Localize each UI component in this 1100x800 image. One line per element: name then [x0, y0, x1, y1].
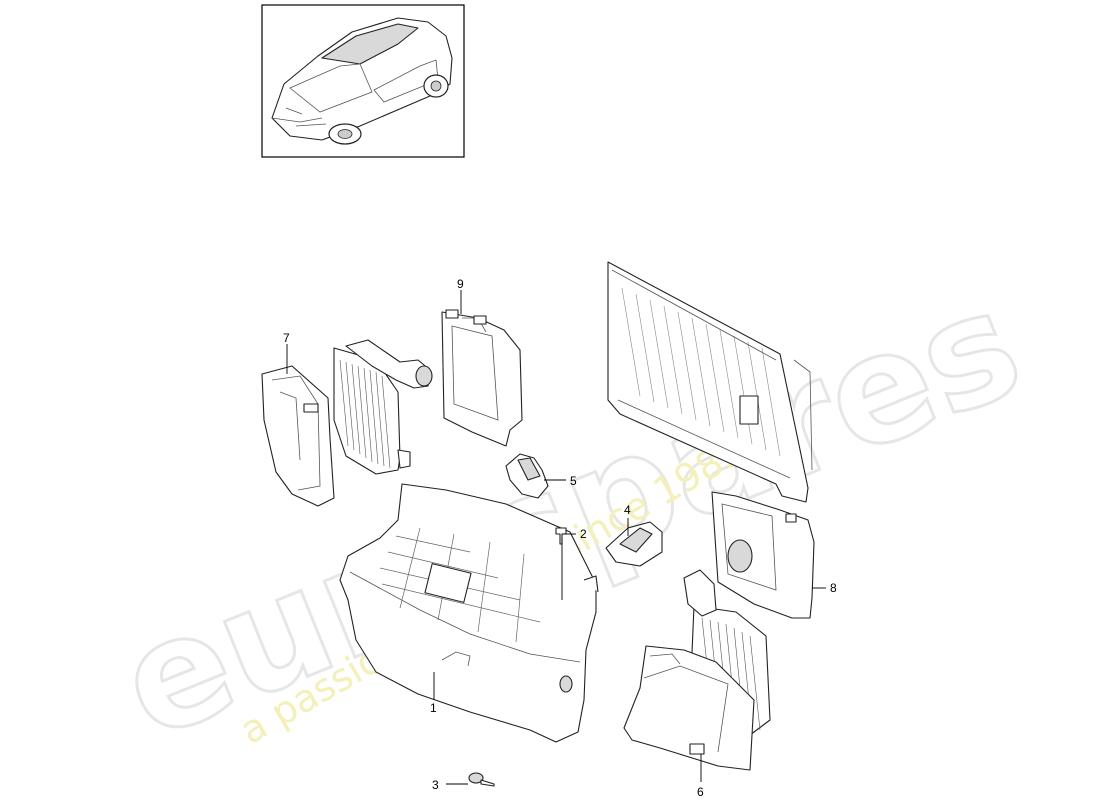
callout-7: 7	[283, 331, 290, 345]
callout-1: 1	[430, 701, 437, 715]
callout-8: 8	[830, 581, 837, 595]
callout-3: 3	[432, 778, 439, 792]
callout-5: 5	[570, 474, 577, 488]
suv-illustration	[271, 17, 453, 145]
callout-4: 4	[624, 503, 631, 517]
bracket-part-4	[605, 521, 663, 567]
air-duct-right	[623, 645, 755, 771]
air-guide-frame	[441, 309, 523, 447]
air-guide-frame-right	[711, 491, 815, 619]
callout-2: 2	[580, 527, 587, 541]
screw-part-3	[468, 772, 495, 787]
callout-9: 9	[457, 277, 464, 291]
air-guide-tray	[339, 483, 599, 743]
intercooler-left	[333, 339, 433, 475]
radiator-assembly	[607, 261, 813, 503]
bracket-part-5	[505, 453, 549, 499]
air-duct-left	[261, 365, 335, 507]
callout-labels: 1 2 3 4 5 6 7 8 9	[283, 277, 837, 799]
leader-lines	[286, 290, 826, 785]
vehicle-thumbnail	[261, 4, 465, 158]
callout-6: 6	[697, 785, 704, 799]
